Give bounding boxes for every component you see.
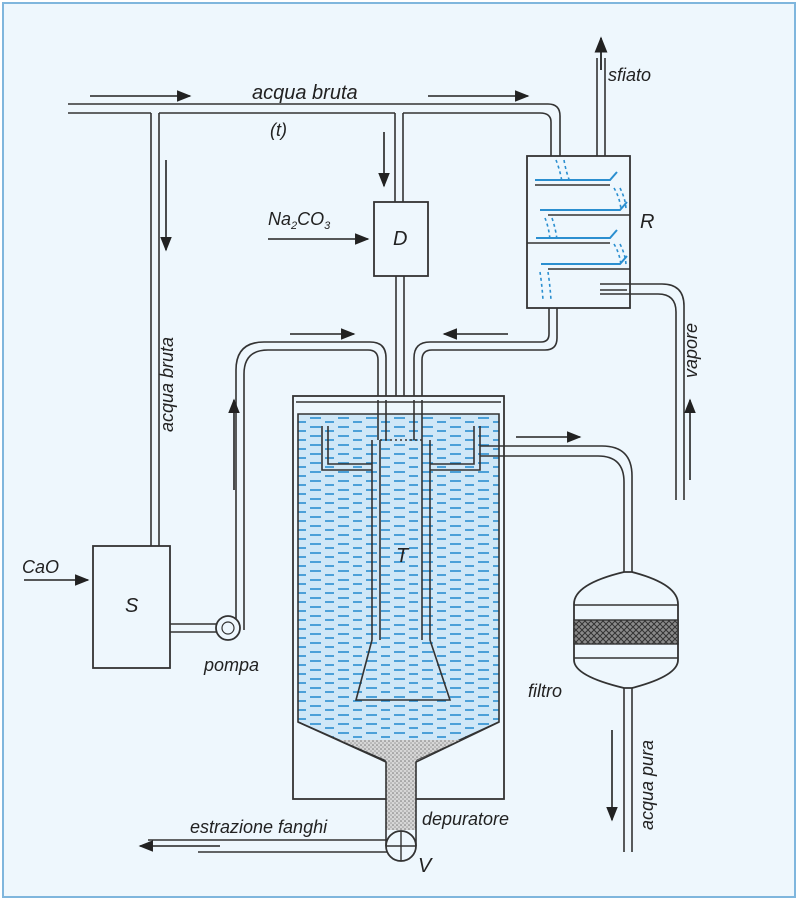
label-r: R — [640, 211, 655, 233]
pump — [170, 615, 241, 641]
label-d: D — [393, 228, 408, 250]
tank-inlets — [377, 400, 423, 440]
label-cao: CaO — [22, 557, 60, 577]
pure-water-pipe — [623, 688, 633, 852]
label-pompa: pompa — [204, 655, 260, 675]
label-acqua-pura: acqua pura — [637, 739, 657, 830]
label-estrazione-fanghi: estrazione fanghi — [190, 817, 328, 837]
label-v: V — [418, 855, 432, 877]
label-vapore: vapore — [681, 322, 701, 378]
doser-d-box — [373, 201, 429, 277]
pipe-tank-to-filter — [480, 445, 633, 580]
heater-r — [526, 155, 631, 309]
sludge-cone — [340, 740, 460, 830]
pipe-r-to-tank — [413, 308, 558, 440]
filter-vessel — [573, 571, 679, 689]
label-acqua-bruta-top: acqua bruta — [252, 82, 358, 104]
label-s: S — [125, 595, 139, 617]
label-acqua-bruta-vertical: acqua bruta — [157, 336, 177, 432]
pipe-pump-to-tank — [235, 341, 387, 630]
saturator-s-box — [92, 545, 171, 669]
label-t: (t) — [270, 120, 287, 140]
raw-water-pipe-to-s — [150, 113, 160, 546]
steam-pipe — [600, 283, 685, 500]
raw-water-main-pipe — [68, 103, 561, 160]
pipe-main-to-d — [394, 113, 404, 202]
label-tank-t: T — [396, 545, 409, 567]
label-depuratore: depuratore — [422, 809, 510, 829]
tank-water — [297, 413, 500, 761]
inner-reaction-tube — [354, 439, 452, 701]
valve-v — [385, 830, 417, 862]
label-na2co3: Na2CO3 — [268, 209, 331, 232]
label-filtro: filtro — [528, 681, 563, 701]
label-sfiato: sfiato — [608, 65, 652, 85]
collecting-trays — [321, 426, 481, 471]
vent-pipe — [596, 58, 606, 156]
